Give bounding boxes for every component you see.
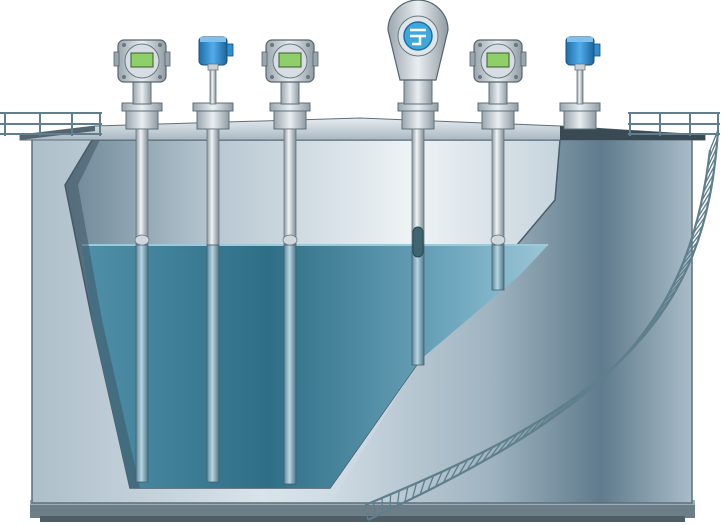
stair-rung xyxy=(662,288,678,305)
stair-rung xyxy=(565,392,582,409)
stair-rung xyxy=(442,467,452,484)
stair-rung xyxy=(687,232,701,250)
stair-rung xyxy=(674,265,689,282)
stair-rung xyxy=(458,459,469,475)
stair-rung xyxy=(594,369,611,386)
stair-rung xyxy=(466,455,477,471)
float-marker xyxy=(490,234,506,246)
level-probes xyxy=(113,0,601,485)
probe-5 xyxy=(469,39,527,291)
float-marker xyxy=(134,234,150,246)
right-railing xyxy=(628,112,720,136)
stair-rung xyxy=(678,257,693,274)
stair-rung xyxy=(372,501,376,517)
probe-2 xyxy=(192,36,234,483)
stair-rung xyxy=(587,375,604,392)
stair-rung xyxy=(427,475,435,491)
stair-rung xyxy=(701,182,713,201)
probe-tube-submerged xyxy=(283,244,297,485)
stair-rung xyxy=(652,303,668,320)
probe-tube xyxy=(206,128,220,246)
stair-rung xyxy=(657,296,673,313)
stair-rung xyxy=(520,423,535,440)
radar-gauge-icon xyxy=(565,36,601,105)
probe-1 xyxy=(113,39,171,483)
displacer xyxy=(412,226,424,258)
stair-rung xyxy=(702,173,715,193)
probe-3 xyxy=(261,39,319,485)
stair-rung xyxy=(704,165,716,185)
radar-gauge-icon xyxy=(198,36,234,105)
stair-rung xyxy=(707,147,718,168)
stored-liquid xyxy=(82,245,548,488)
stair-rung xyxy=(434,471,443,488)
stair-rung xyxy=(404,486,409,503)
stair-rung xyxy=(705,156,717,176)
probe-tube xyxy=(283,128,297,246)
stair-rung xyxy=(481,446,494,463)
tank-cutaway xyxy=(64,139,561,489)
stair-rung xyxy=(684,240,699,258)
stair-rung xyxy=(535,413,551,430)
stair-rung xyxy=(670,272,686,290)
probe-tube-submerged xyxy=(135,244,149,483)
stair-rung xyxy=(681,249,696,266)
stair-rung xyxy=(708,138,718,159)
stair-rung xyxy=(512,428,527,445)
level-transmitter-icon xyxy=(113,39,171,105)
float-marker xyxy=(282,234,298,246)
stair-rung xyxy=(411,483,418,499)
stair-rung xyxy=(489,442,502,458)
stair-rung xyxy=(690,224,704,242)
probe-tube-submerged xyxy=(411,244,425,366)
stair-rung xyxy=(497,437,511,454)
stair-rung xyxy=(543,408,559,425)
stair-rung xyxy=(364,504,369,521)
stair-rung xyxy=(528,418,543,435)
stair-rung xyxy=(709,129,719,151)
level-transmitter-icon xyxy=(261,39,319,105)
servo-gauge-icon xyxy=(387,0,449,105)
probe-tube-submerged xyxy=(491,244,505,291)
stair-rung xyxy=(558,397,574,414)
stair-rung xyxy=(550,403,567,420)
probe-4 xyxy=(387,0,449,366)
left-railing xyxy=(0,112,102,136)
probe-6 xyxy=(559,36,601,130)
stair-rung xyxy=(636,326,652,343)
stair-rung xyxy=(692,216,706,234)
stair-rung xyxy=(580,381,597,398)
stair-rung xyxy=(389,494,392,510)
stair-rung xyxy=(396,490,400,506)
stair-rung xyxy=(450,463,460,480)
stair-rung xyxy=(419,479,426,495)
stair-rung xyxy=(695,207,708,226)
stair-rung xyxy=(666,280,682,297)
probe-tube xyxy=(135,128,149,246)
stair-rung xyxy=(573,386,589,403)
probe-tube xyxy=(491,128,505,246)
stair-rung xyxy=(505,432,519,449)
tank-roof xyxy=(19,117,706,141)
probe-tube-submerged xyxy=(206,244,220,483)
stair-rung xyxy=(642,318,658,335)
level-transmitter-icon xyxy=(469,39,527,105)
stair-rung xyxy=(473,450,486,467)
stair-rung xyxy=(697,199,710,218)
spiral-stairway xyxy=(364,129,720,521)
stair-rung xyxy=(699,191,712,209)
stair-rung xyxy=(381,497,384,513)
stair-rung xyxy=(647,311,663,328)
